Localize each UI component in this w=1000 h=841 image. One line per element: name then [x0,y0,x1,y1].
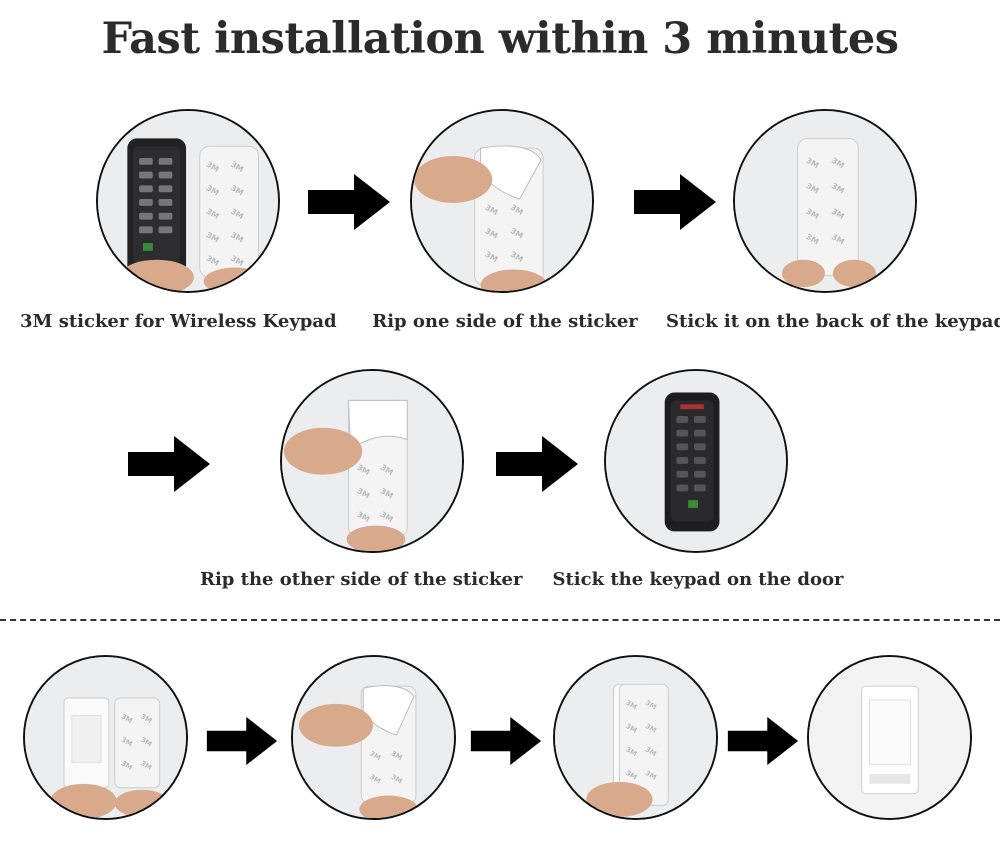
step-caption: Rip one side of the sticker [372,311,638,332]
arrow-right-icon [470,717,542,769]
step-caption: 3M sticker for Wireless Keypad [20,311,337,332]
section-divider [0,619,1000,621]
keypad-on-door-illustration [606,371,786,551]
arrow-right-icon [308,174,390,234]
arrow-right-icon [496,436,578,496]
page-title: Fast installation within 3 minutes [101,14,899,64]
step-image-doorbell-on-wall [807,655,972,820]
step-image-keypad-on-door [604,369,788,553]
step-caption: Stick it on the back of the keypad [666,311,1000,332]
step-caption: Rip the other side of the sticker [200,569,523,590]
arrow-right-icon [128,436,210,496]
doorbell-on-wall-illustration [809,657,970,818]
arrow-right-icon [727,717,799,769]
step-caption: Stick the keypad on the door [552,569,844,590]
arrow-right-icon [634,174,716,234]
arrow-right-icon [206,717,278,769]
